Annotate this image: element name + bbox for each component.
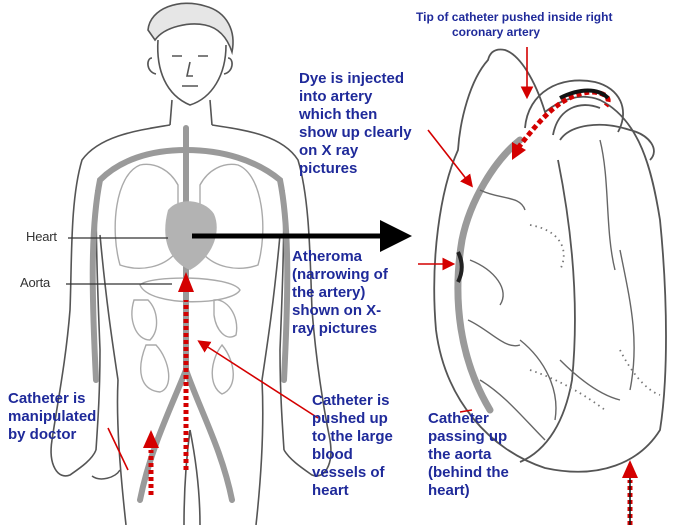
- atheroma-label: Atheroma (narrowing of the artery) shown…: [292, 248, 388, 338]
- passing-line-1: Catheter: [428, 410, 489, 427]
- pushed-line-1: Catheter is: [312, 392, 390, 409]
- catheter-passing-up-label: Catheter passing up the aorta (behind th…: [428, 410, 509, 500]
- passing-line-5: heart): [428, 482, 470, 499]
- atheroma-line-3: the artery): [292, 284, 366, 301]
- heart-on-body: [165, 201, 217, 270]
- tip-of-catheter-label: Tip of catheter pushed inside right coro…: [416, 10, 612, 40]
- dye-line-6: pictures: [299, 160, 358, 177]
- tip-line-1: Tip of catheter pushed inside right: [416, 10, 613, 24]
- body-to-heart-arrow: [192, 220, 412, 252]
- blood-vessels: [89, 125, 291, 503]
- catheter-manipulated-label: Catheter is manipulated by doctor: [8, 390, 96, 444]
- coronary-branches: [467, 139, 635, 441]
- passing-line-3: the aorta: [428, 446, 492, 463]
- atheroma-line-1: Atheroma: [292, 248, 363, 265]
- annotation-arrows: [107, 47, 534, 471]
- pushed-line-5: vessels of: [312, 464, 385, 481]
- tip-line-2: coronary artery: [452, 25, 541, 39]
- pushed-line-6: heart: [312, 482, 349, 499]
- manipulated-line-1: Catheter is: [8, 390, 86, 407]
- catheter-pushed-up-label: Catheter is pushed up to the large blood…: [312, 392, 393, 500]
- coronary-arteries: [454, 136, 524, 414]
- dye-line-1: Dye is injected: [299, 70, 405, 87]
- dye-line-2: into artery: [299, 88, 373, 105]
- dotted-vessels: [529, 224, 661, 411]
- catheter-in-body: [91, 272, 194, 495]
- pushed-line-4: blood: [312, 446, 353, 463]
- atheroma-line-4: shown on X-: [292, 302, 382, 319]
- pushed-line-3: to the large: [312, 428, 393, 445]
- lungs: [114, 163, 264, 269]
- enlarged-heart: [433, 48, 667, 473]
- heart-label: Heart: [26, 229, 57, 244]
- dye-line-5: on X ray: [299, 142, 359, 159]
- atheroma-line-2: (narrowing of: [292, 266, 388, 283]
- abdominal-organs: [131, 277, 241, 395]
- dye-injected-label: Dye is injected into artery which then s…: [299, 70, 412, 178]
- dye-line-4: show up clearly: [299, 124, 412, 141]
- manipulated-line-3: by doctor: [8, 426, 77, 443]
- passing-line-2: passing up: [428, 428, 508, 445]
- atheroma-narrowing: [456, 251, 464, 283]
- pushed-line-2: pushed up: [312, 410, 388, 427]
- dye-line-3: which then: [299, 106, 378, 123]
- manipulated-line-2: manipulated: [8, 408, 97, 425]
- atheroma-line-5: ray pictures: [292, 320, 378, 337]
- catheter-in-heart: [512, 88, 638, 525]
- aorta-label: Aorta: [20, 275, 51, 290]
- passing-line-4: (behind the: [428, 464, 509, 481]
